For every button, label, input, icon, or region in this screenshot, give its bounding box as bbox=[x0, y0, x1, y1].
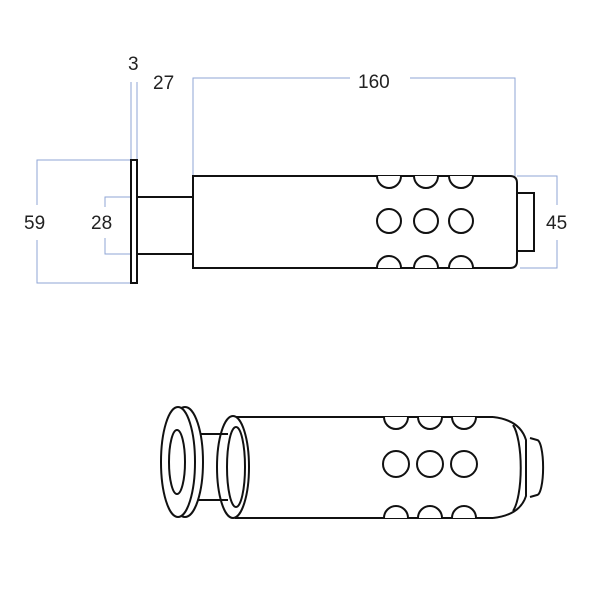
side-view: 3 27 160 59 28 45 bbox=[24, 54, 567, 284]
dim-shaft-length: 27 bbox=[153, 73, 174, 94]
dim-shaft-diameter: 28 bbox=[91, 213, 112, 234]
grip-holes bbox=[376, 175, 474, 269]
dim-body-length: 160 bbox=[358, 72, 390, 93]
shaft bbox=[136, 196, 194, 255]
isometric-view bbox=[160, 406, 545, 519]
grip-body bbox=[192, 175, 518, 269]
dim-body-diameter: 45 bbox=[546, 213, 567, 234]
dim-flange-diameter: 59 bbox=[24, 213, 45, 234]
dimension-lines bbox=[36, 77, 558, 284]
dim-flange-thickness: 3 bbox=[128, 54, 139, 75]
end-cap bbox=[516, 192, 535, 252]
